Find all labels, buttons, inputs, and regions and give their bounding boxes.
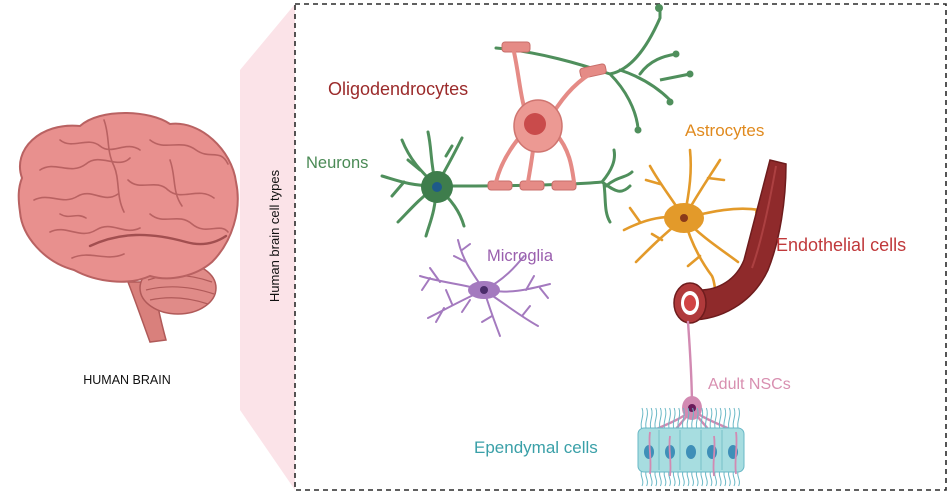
astrocyte-nucleus [680, 214, 688, 222]
brain-caption: HUMAN BRAIN [83, 373, 171, 387]
label-microglia: Microglia [487, 247, 554, 265]
blood-vessel [673, 159, 787, 324]
human-brain-illustration [17, 112, 239, 343]
ependymal-cells [637, 407, 745, 487]
microglia-nucleus [480, 286, 488, 294]
label-neurons: Neurons [306, 154, 368, 172]
label-astrocytes: Astrocytes [685, 121, 764, 140]
zoom-connector [240, 4, 295, 490]
neuron-nucleus [432, 182, 442, 192]
panel-title: Human brain cell types [267, 169, 282, 302]
oligodendrocyte-cell [494, 4, 694, 184]
label-ependymal: Ependymal cells [474, 438, 598, 457]
label-oligodendrocytes: Oligodendrocytes [328, 79, 468, 99]
myelin-segments [487, 180, 577, 191]
label-adult-nscs: Adult NSCs [708, 376, 791, 393]
label-endothelial: Endothelial cells [776, 235, 906, 255]
adult-nsc-nucleus [688, 404, 696, 412]
